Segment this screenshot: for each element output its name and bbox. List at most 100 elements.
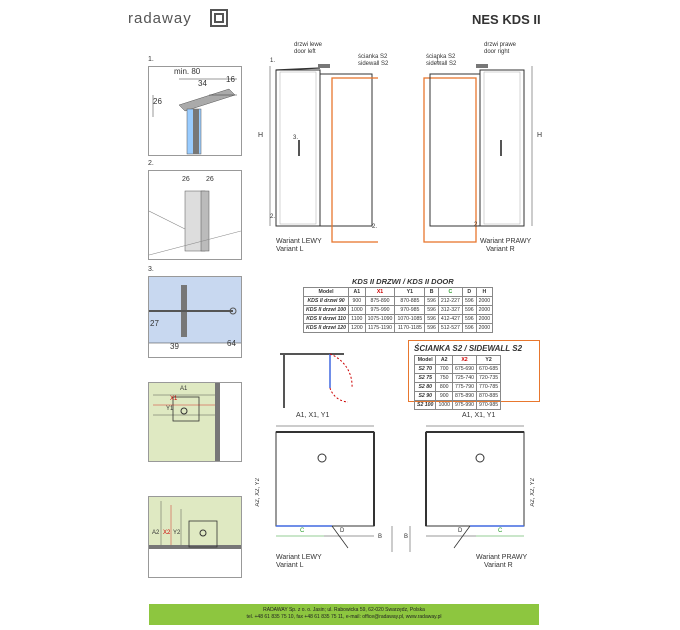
dim5-a2: A2 <box>152 530 160 536</box>
left-callout-2: 2. <box>270 214 276 220</box>
door-table-cell: 1175-1190 <box>364 323 396 333</box>
detail-1-panel <box>148 66 242 156</box>
plan-left-c: C <box>300 528 305 534</box>
side-table-title: ŚCIANKA S2 / SIDEWALL S2 <box>414 344 523 353</box>
detail-3-drawing <box>149 277 241 344</box>
door-table-cell: 2000 <box>475 305 494 315</box>
dim3-39: 39 <box>170 342 179 351</box>
side-table-cell: S2 75 <box>413 373 437 383</box>
right-elevation-drawing <box>423 64 533 243</box>
door-table-cell: 970-985 <box>394 305 426 315</box>
brand-logo: radaway <box>128 10 192 27</box>
detail-4-panel <box>148 382 242 462</box>
side-table-cell: S2 70 <box>413 364 437 374</box>
side-table-cell: 675-690 <box>451 364 478 374</box>
detail-2-panel <box>148 170 242 260</box>
step-1-label: 1. <box>148 56 154 63</box>
side-table-cell: 725-740 <box>451 373 478 383</box>
product-title: NES KDS II <box>472 12 541 27</box>
detail-1-drawing <box>152 78 237 155</box>
side-table-cell: 870-885 <box>476 391 502 401</box>
dim2-a: 26 <box>182 176 190 183</box>
footer-contact: tel. +48 61 835 75 10, fax +48 61 835 75… <box>246 614 442 620</box>
side-table-cell: 750 <box>435 373 453 383</box>
detail-3-panel <box>148 276 242 358</box>
left-elevation <box>258 40 391 250</box>
side-table-cell: 770-785 <box>476 382 502 392</box>
left-height-label: H <box>258 132 264 139</box>
left-variant-en: Variant L <box>276 246 304 253</box>
door-table-cell: 412-427 <box>437 314 463 324</box>
side-table-cell: S2 100 <box>413 400 437 410</box>
right-door-label-en: door right <box>484 49 510 55</box>
swing-diagram <box>280 348 360 414</box>
side-table-cell: 775-790 <box>451 382 478 392</box>
door-table-cell: 596 <box>461 323 477 333</box>
dim-16: 16 <box>226 75 235 84</box>
detail-2-drawing <box>148 190 242 256</box>
dim2-b: 26 <box>206 176 214 183</box>
door-table-header-cell: X1 <box>364 287 396 297</box>
side-table-cell: 970-985 <box>476 400 502 410</box>
plan-left-b: B <box>378 534 383 540</box>
door-table-cell: 212-227 <box>437 296 463 306</box>
dim5-x2: X2 <box>163 530 171 536</box>
plan-right-side-dim: A2, X2, Y2 <box>530 478 536 507</box>
plan-right-c: C <box>498 528 503 534</box>
left-side-label-en: sidewall S2 <box>358 61 389 67</box>
door-table-cell: 1170-1185 <box>394 323 426 333</box>
dim3-64: 64 <box>227 339 236 348</box>
footer-address: RADAWAY Sp. z o. o. Jasin; ul. Rabowicka… <box>263 607 425 613</box>
dim3-27: 27 <box>150 319 159 328</box>
detail-4-drawing <box>153 383 241 461</box>
plan-left-top-dim: A1, X1, Y1 <box>296 412 330 419</box>
footer-bar: RADAWAY Sp. z o. o. Jasin; ul. Rabowicka… <box>149 604 539 625</box>
plan-left-variant-en: Variant L <box>276 562 304 569</box>
door-table-header-cell: C <box>437 287 463 297</box>
side-table-cell: 800 <box>435 382 453 392</box>
detail-5-panel <box>148 496 242 578</box>
plan-right-drawing <box>409 425 525 552</box>
dim5-y2: Y2 <box>173 530 181 536</box>
door-table-cell: 312-327 <box>437 305 463 315</box>
door-table-cell: 1075-1090 <box>364 314 396 324</box>
door-table-cell: 596 <box>424 314 439 324</box>
door-table-title: KDS II DRZWI / KDS II DOOR <box>352 277 454 286</box>
right-height-label: H <box>537 132 543 139</box>
left-variant-pl: Wariant LEWY <box>276 238 322 245</box>
door-table-cell: KDS II drzwi 100 <box>302 305 350 315</box>
dim-26: 26 <box>153 97 162 106</box>
door-table-cell: 596 <box>461 305 477 315</box>
plan-right-top-dim: A1, X1, Y1 <box>462 412 496 419</box>
door-table-cell: 1100 <box>348 314 366 324</box>
left-door-label-pl: drzwi lewe <box>294 42 323 48</box>
plan-right-b: B <box>404 534 409 540</box>
door-table-cell: 596 <box>424 305 439 315</box>
plan-left-d: D <box>340 528 345 534</box>
door-table-cell: 596 <box>424 296 439 306</box>
step-3-label: 3. <box>148 266 154 273</box>
door-table-cell: 596 <box>424 323 439 333</box>
right-side-label-pl: ścianka S2 <box>426 54 456 60</box>
left-callout-3: 3. <box>293 135 299 141</box>
left-callout-2b: 2. <box>372 224 378 230</box>
side-table-cell: S2 80 <box>413 382 437 392</box>
door-table-cell: 870-885 <box>394 296 426 306</box>
left-callout-1: 1. <box>270 58 276 64</box>
plan-left-variant-pl: Wariant LEWY <box>276 554 322 561</box>
plan-right-variant-en: Variant R <box>484 562 513 569</box>
plan-left-side-dim: A2, X2, Y2 <box>255 478 261 507</box>
door-table-cell: 2000 <box>475 314 494 324</box>
door-table-cell: 900 <box>348 296 366 306</box>
side-table-cell: 875-890 <box>451 391 478 401</box>
plan-left <box>262 420 412 560</box>
